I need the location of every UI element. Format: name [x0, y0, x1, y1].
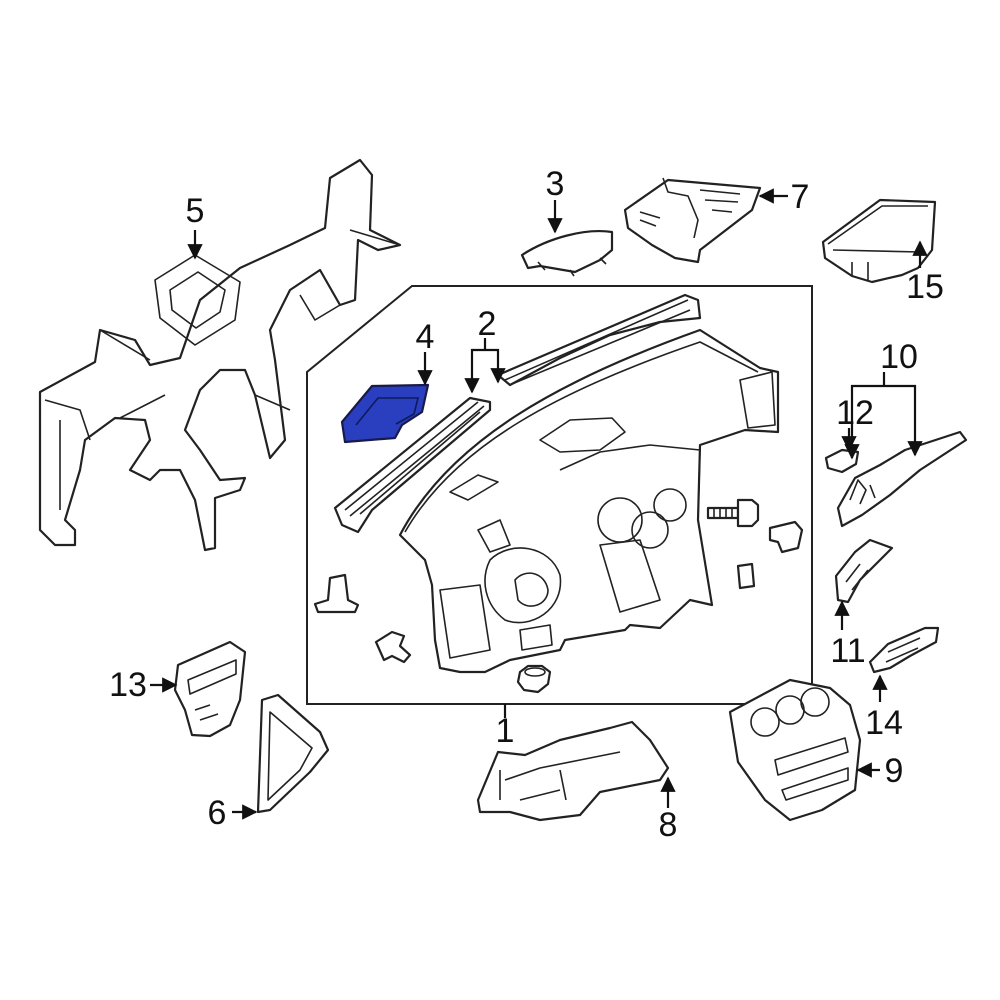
- part-clip-left[interactable]: [313, 573, 360, 614]
- part-clip-square[interactable]: [736, 562, 756, 590]
- label-4: 4: [416, 318, 435, 356]
- part-4-highlighted-duct[interactable]: [340, 383, 430, 444]
- part-grommet[interactable]: [516, 664, 552, 694]
- label-14: 14: [865, 704, 903, 742]
- part-15-box[interactable]: [821, 198, 937, 284]
- label-6: 6: [208, 794, 227, 832]
- part-9-control-panel[interactable]: [728, 678, 862, 822]
- label-7: 7: [791, 178, 810, 216]
- part-bracket-small[interactable]: [374, 630, 412, 664]
- part-6-trim[interactable]: [256, 693, 330, 814]
- part-5-crosscar-beam[interactable]: [38, 158, 402, 552]
- label-12: 12: [836, 394, 874, 432]
- label-3: 3: [546, 165, 565, 203]
- part-14-handle[interactable]: [868, 626, 940, 674]
- dashboard-group-frame: [306, 285, 813, 705]
- part-bolt[interactable]: [706, 498, 760, 528]
- part-7-module[interactable]: [623, 177, 762, 264]
- label-11: 11: [830, 632, 865, 670]
- label-13: 13: [109, 666, 147, 704]
- leader-lines: [150, 188, 928, 820]
- label-5: 5: [186, 192, 205, 230]
- part-10-side-panel[interactable]: [836, 430, 968, 528]
- part-clip-right[interactable]: [768, 520, 804, 554]
- label-2: 2: [478, 305, 497, 343]
- part-1-instrument-panel[interactable]: [398, 328, 780, 674]
- label-15: 15: [906, 268, 944, 306]
- part-2-dash-trim[interactable]: [333, 293, 702, 534]
- part-12-clip[interactable]: [824, 448, 860, 474]
- callout-labels: 1 2 3 4 5 6 7 8 9 10 11 12 13 14 15: [109, 165, 944, 844]
- label-8: 8: [659, 806, 678, 844]
- label-9: 9: [885, 752, 904, 790]
- label-10: 10: [880, 338, 918, 376]
- label-1: 1: [496, 712, 515, 750]
- part-3-cover[interactable]: [520, 230, 614, 277]
- part-13-vent[interactable]: [173, 640, 247, 738]
- part-11-bracket[interactable]: [834, 538, 894, 604]
- part-8-bracket[interactable]: [476, 720, 670, 822]
